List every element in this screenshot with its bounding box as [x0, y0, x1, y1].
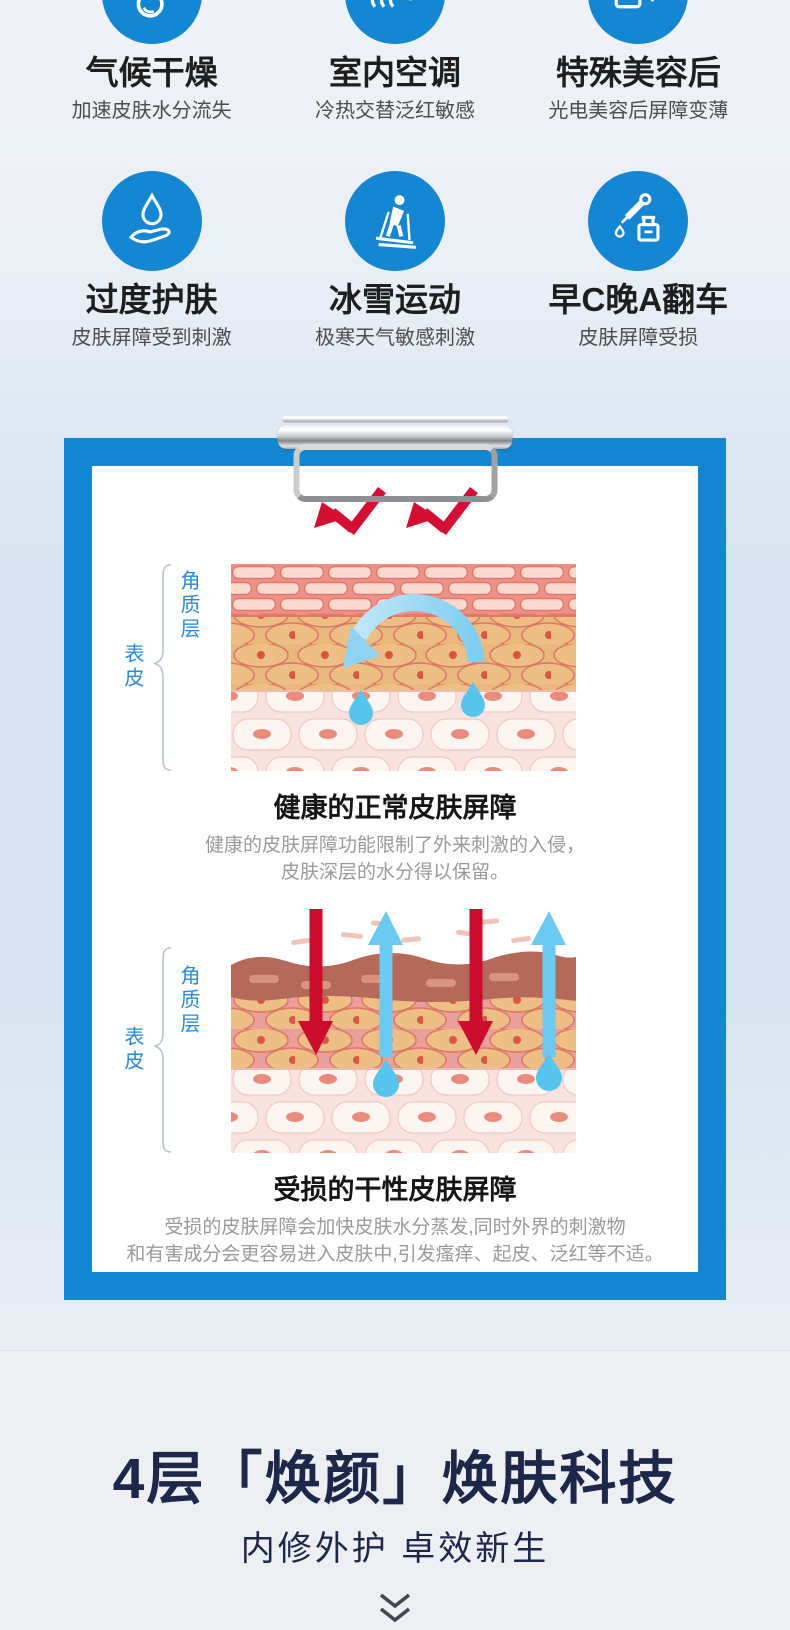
factor-subtitle: 皮肤屏障受损	[578, 326, 699, 349]
epidermis-label: 表皮	[121, 1025, 143, 1074]
factor-title: 过度护肤	[85, 280, 218, 318]
scroll-down-chevrons-icon	[0, 1593, 790, 1630]
tech-subtitle: 内修外护 卓效新生	[240, 1529, 550, 1568]
factor-subtitle: 加速皮肤水分流失	[71, 99, 232, 122]
factor-subtitle: 极寒天气敏感刺激	[314, 326, 475, 349]
skin-damage-factors-section: 气候干燥 加速皮肤水分流失 室内空调 冷热交替泛红敏感	[0, 0, 790, 1350]
healthy-diagram-description: 健康的皮肤屏障功能限制了外来刺激的入侵， 皮肤深层的水分得以保留。	[204, 834, 585, 883]
factor-item-dry-climate: 气候干燥 加速皮肤水分流失	[30, 0, 273, 123]
factor-title: 早C晚A翻车	[548, 280, 729, 318]
epidermis-brace	[154, 564, 172, 771]
damaged-diagram-description: 受损的皮肤屏障会加快皮肤水分蒸发,同时外界的刺激物 和有害成分会更容易进入皮肤中…	[126, 1216, 664, 1265]
epidermis-brace	[154, 947, 172, 1153]
dropper-bottle-icon	[615, 193, 660, 242]
epidermis-label: 表皮	[121, 642, 143, 691]
healthy-skin-diagram: 角质层 表皮	[92, 563, 698, 771]
factor-subtitle: 皮肤屏障受到刺激	[71, 326, 232, 349]
clip-wire-loop	[293, 443, 497, 502]
skier-icon	[375, 195, 416, 249]
clipboard-clip	[277, 415, 513, 502]
factor-item-winter-sports: 冰雪运动 极寒天气敏感刺激	[273, 170, 516, 350]
stratum-corneum-label: 角质层	[177, 569, 199, 642]
medical-device-icon	[614, 0, 655, 9]
healthy-diagram-title: 健康的正常皮肤屏障	[273, 792, 517, 823]
factor-title: 室内空调	[328, 54, 461, 91]
factor-circle	[101, 170, 202, 271]
factor-item-indoor-ac: 室内空调 冷热交替泛红敏感	[273, 0, 516, 123]
healthy-diagram-labels: 角质层 表皮	[116, 564, 231, 771]
factor-subtitle: 光电美容后屏障变薄	[548, 99, 729, 122]
factor-title: 气候干燥	[85, 54, 218, 91]
damaged-skin-illustration	[231, 908, 576, 1153]
factor-title: 特殊美容后	[555, 54, 721, 91]
factor-circle	[344, 170, 445, 271]
factor-grid: 气候干燥 加速皮肤水分流失 室内空调 冷热交替泛红敏感	[30, 0, 760, 350]
skin-barrier-clipboard-panel: 角质层 表皮	[64, 415, 726, 1300]
tech-section: 4层「焕颜」焕肤科技 内修外护 卓效新生	[0, 1350, 790, 1630]
factor-title: 冰雪运动	[328, 280, 461, 318]
thermometer-icon	[136, 0, 164, 18]
damaged-diagram-labels: 角质层 表皮	[116, 909, 231, 1153]
damaged-diagram-title: 受损的干性皮肤屏障	[273, 1174, 517, 1205]
factor-item-post-beauty-treatment: 特殊美容后 光电美容后屏障变薄	[517, 0, 760, 123]
factor-item-morning-c-night-a: 早C晚A翻车 皮肤屏障受损	[517, 170, 760, 350]
damaged-skin-diagram: 角质层 表皮	[92, 908, 698, 1153]
stratum-corneum-label: 角质层	[177, 964, 199, 1037]
factor-item-over-skincare: 过度护肤 皮肤屏障受到刺激	[30, 170, 273, 350]
factor-circle	[588, 170, 689, 271]
clip-top-bar	[282, 415, 508, 423]
factor-circle	[101, 0, 202, 44]
clipboard-content: 角质层 表皮	[92, 466, 698, 1269]
factor-subtitle: 冷热交替泛红敏感	[314, 99, 475, 122]
tech-title: 4层「焕颜」焕肤科技	[112, 1447, 678, 1511]
heat-waves-sun-icon	[370, 0, 412, 8]
healthy-skin-illustration	[231, 563, 576, 771]
factor-circle	[344, 0, 445, 44]
hand-water-drop-icon	[128, 192, 171, 244]
factor-circle	[588, 0, 689, 44]
